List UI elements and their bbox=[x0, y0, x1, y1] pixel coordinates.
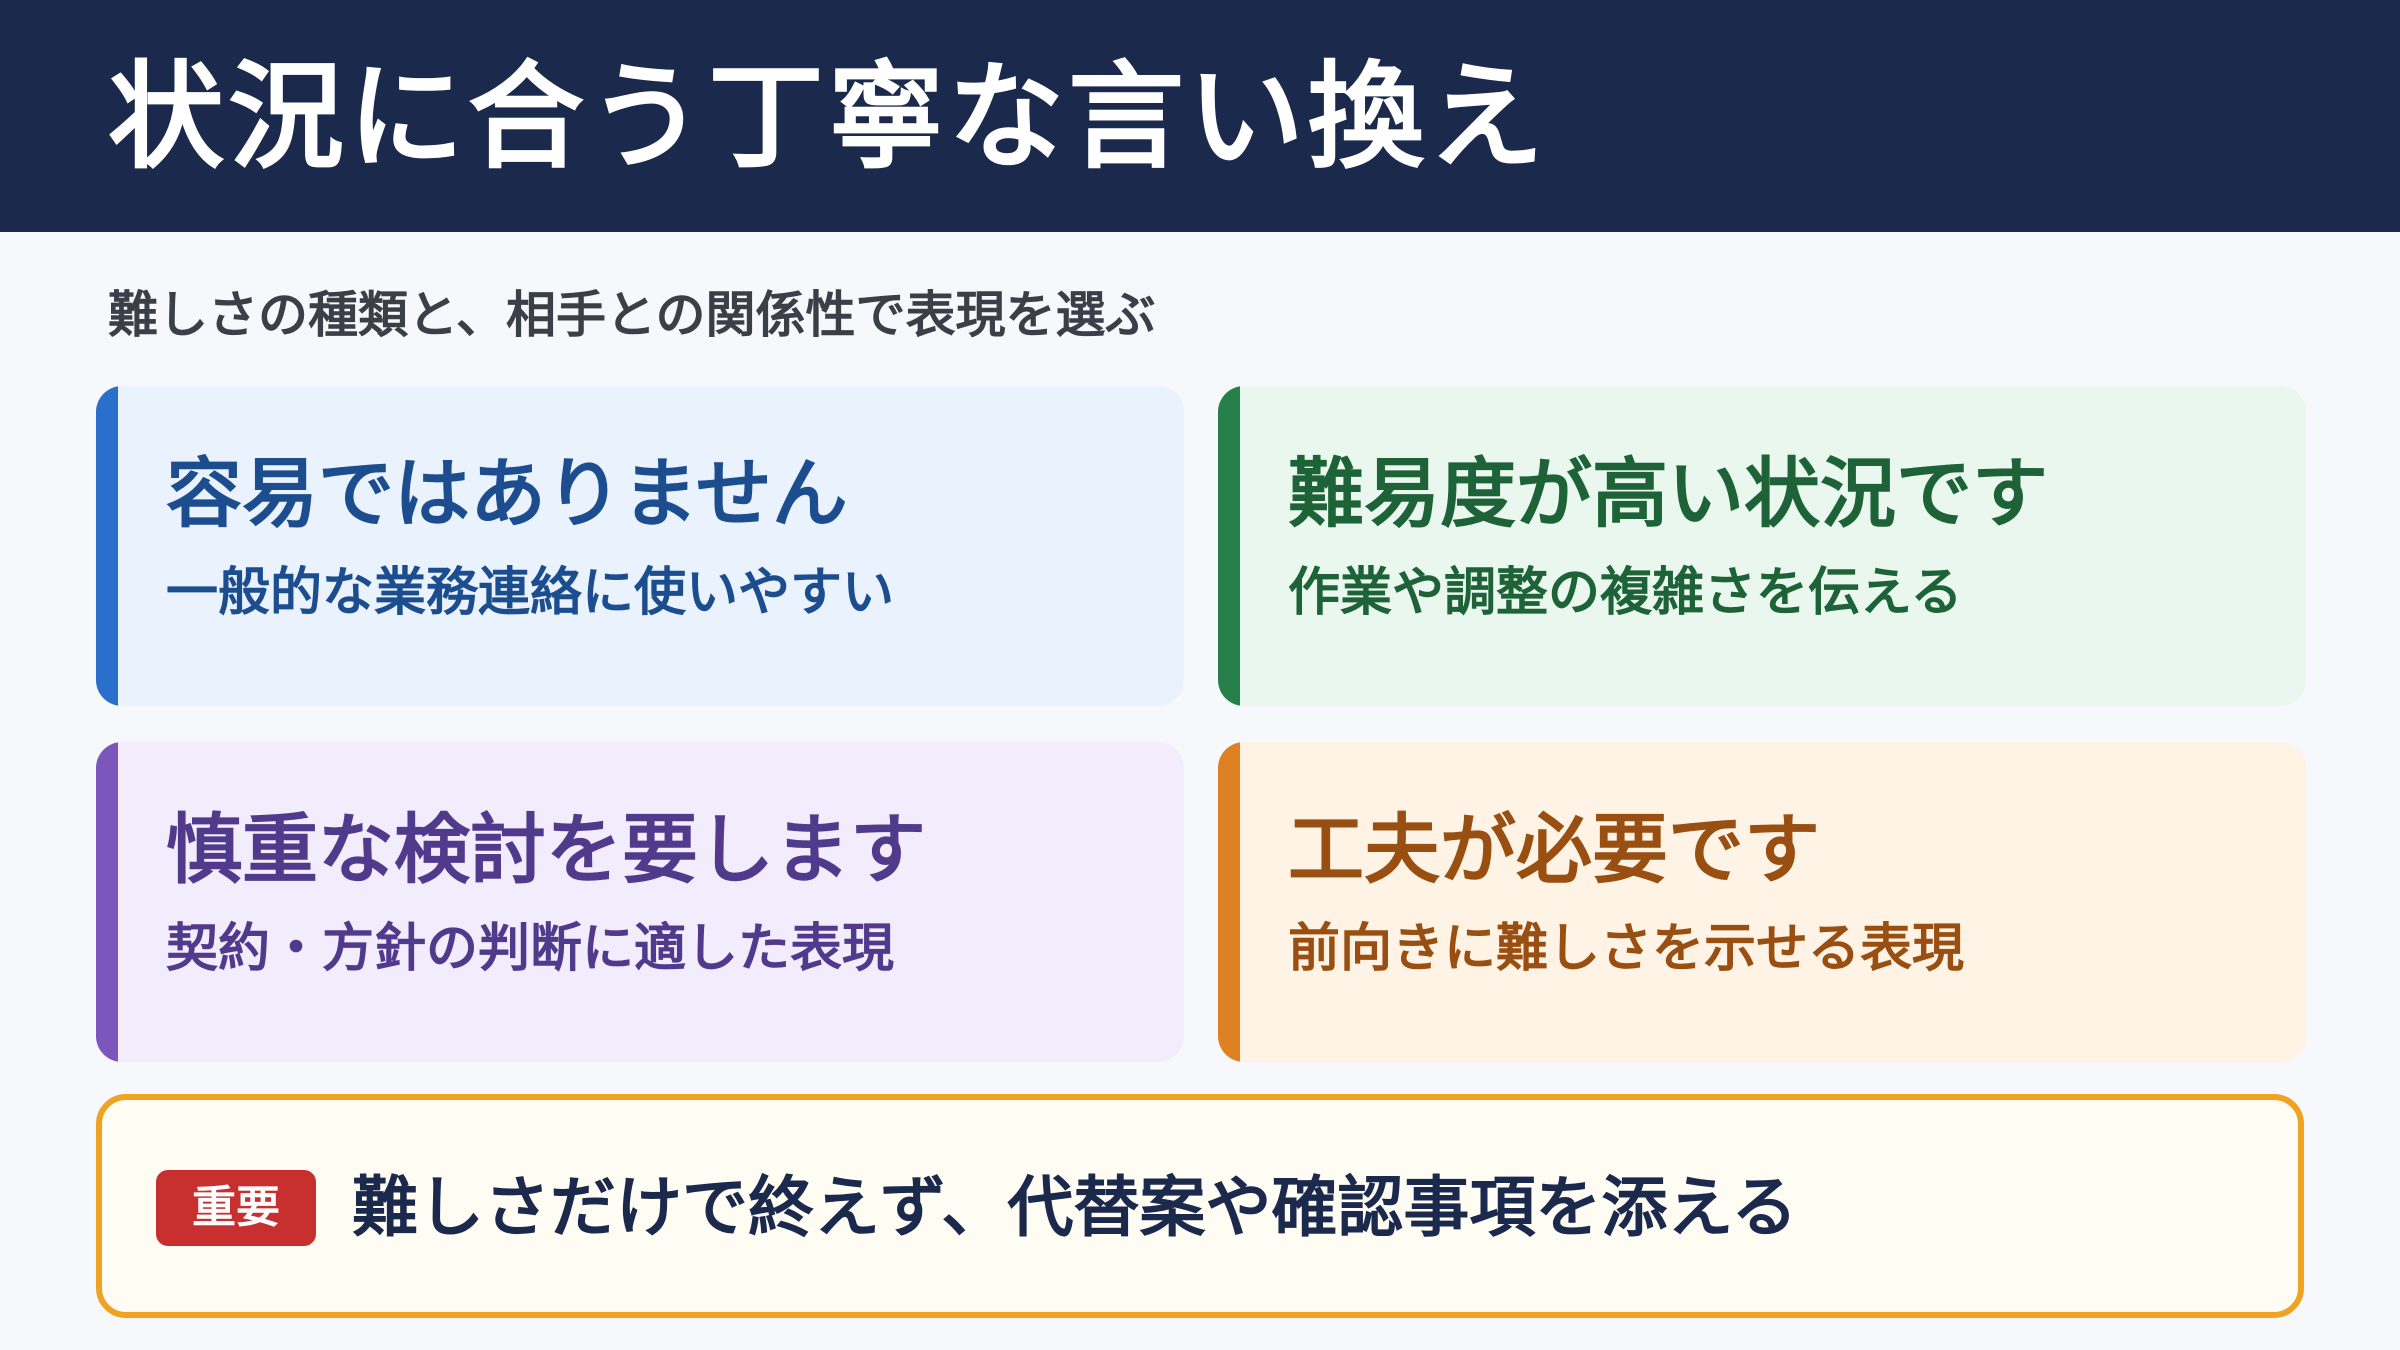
card-title: 工夫が必要です bbox=[1288, 805, 1820, 894]
card-title: 容易ではありません bbox=[166, 449, 848, 538]
card-high-difficulty: 難易度が高い状況です 作業や調整の複雑さを伝える bbox=[1218, 386, 2306, 706]
important-note-text: 難しさだけで終えず、代替案や確認事項を添える bbox=[352, 1169, 1798, 1246]
card-not-easy: 容易ではありません 一般的な業務連絡に使いやすい bbox=[96, 386, 1184, 706]
card-description: 一般的な業務連絡に使いやすい bbox=[166, 563, 895, 623]
card-ingenuity-needed: 工夫が必要です 前向きに難しさを示せる表現 bbox=[1218, 742, 2306, 1062]
card-description: 契約・方針の判断に適した表現 bbox=[166, 919, 895, 979]
card-description: 前向きに難しさを示せる表現 bbox=[1288, 919, 1965, 979]
important-note: 重要 難しさだけで終えず、代替案や確認事項を添える bbox=[96, 1094, 2304, 1318]
card-title: 難易度が高い状況です bbox=[1288, 449, 2048, 538]
header-bar: 状況に合う丁寧な言い換え bbox=[0, 0, 2400, 232]
page-title: 状況に合う丁寧な言い換え bbox=[108, 50, 1548, 185]
card-careful-review: 慎重な検討を要します 契約・方針の判断に適した表現 bbox=[96, 742, 1184, 1062]
important-badge: 重要 bbox=[156, 1170, 316, 1246]
card-description: 作業や調整の複雑さを伝える bbox=[1288, 563, 1963, 623]
page-subtitle: 難しさの種類と、相手との関係性で表現を選ぶ bbox=[108, 286, 1156, 344]
card-title: 慎重な検討を要します bbox=[166, 805, 926, 894]
